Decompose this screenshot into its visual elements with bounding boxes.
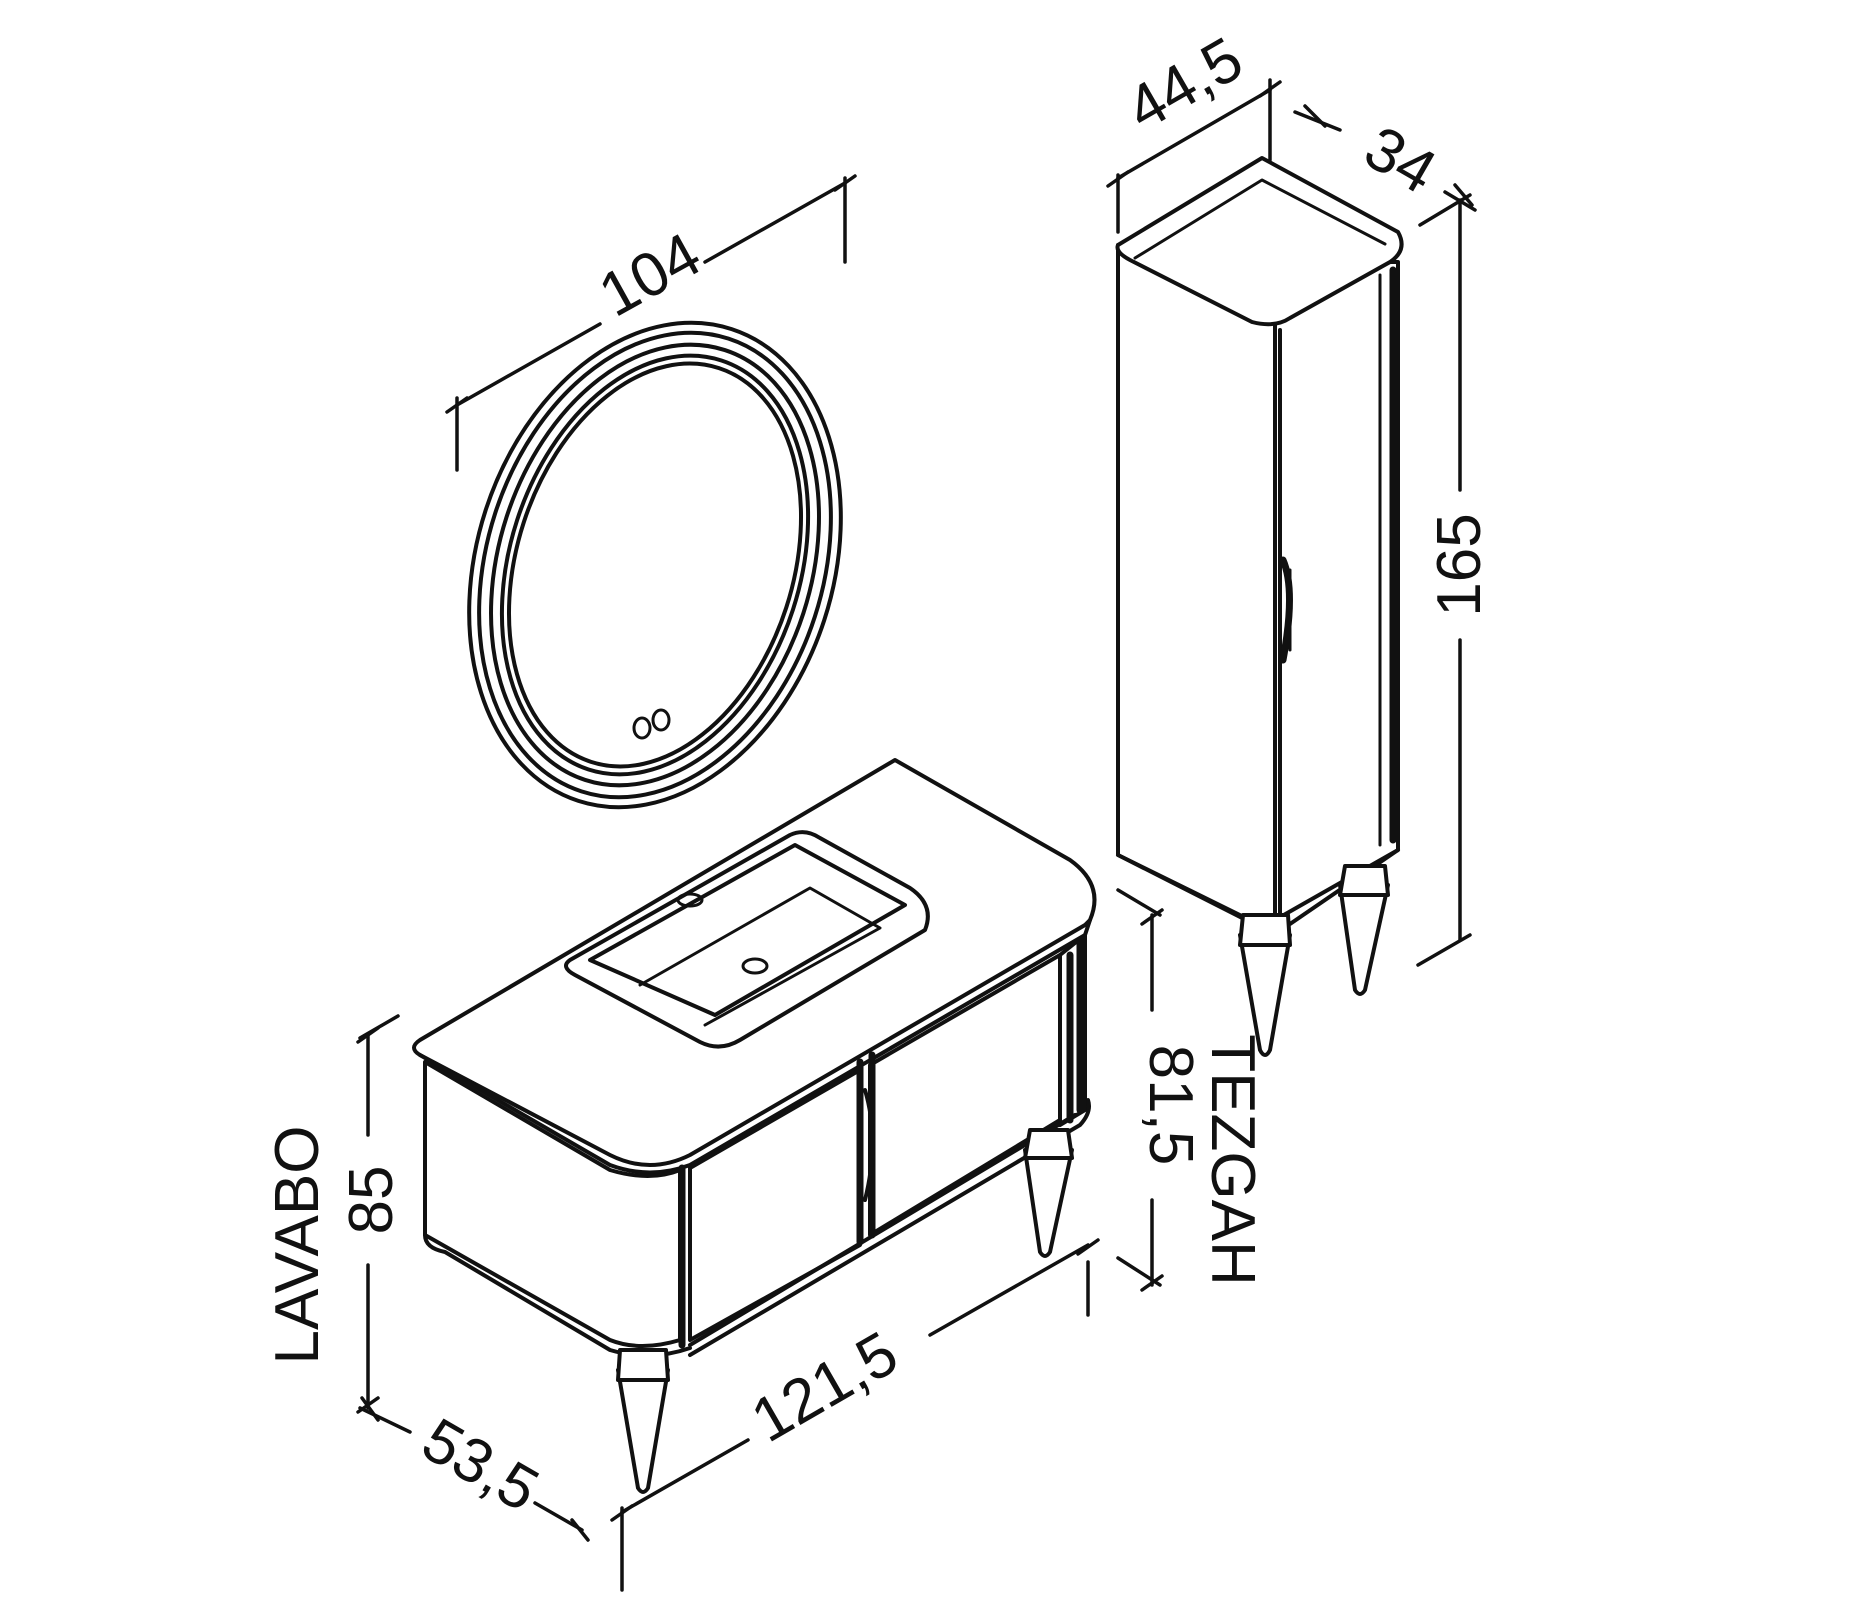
tall-cabinet [1115, 156, 1404, 1057]
mirror-width-dimension [445, 174, 857, 472]
mirror-touch-buttons [632, 708, 671, 740]
cabinet-width-dimension [1106, 78, 1282, 234]
basin-label: LAVABO [263, 1126, 332, 1365]
cabinet-height-dimension [1416, 193, 1472, 967]
basin-height-dimension [356, 1014, 400, 1414]
counter-height-label: 81,5 [1136, 1045, 1205, 1166]
basin-depth-dimension [358, 1396, 590, 1542]
cabinet-height-label: 165 [1425, 513, 1494, 616]
counter-label: TEZGAH [1198, 1034, 1267, 1285]
vanity-unit [412, 758, 1097, 1494]
mirror-width-label: 104 [588, 220, 712, 331]
cabinet-depth-label: 34 [1353, 113, 1447, 207]
basin-width-label: 121,5 [740, 1319, 909, 1456]
counter-height-dimension [1116, 888, 1164, 1292]
oval-mirror [467, 320, 843, 810]
basin-depth-label: 53,5 [411, 1405, 550, 1525]
basin-width-dimension [610, 1238, 1100, 1592]
cabinet-width-label: 44,5 [1115, 24, 1254, 144]
basin-height-label: 85 [337, 1166, 406, 1235]
